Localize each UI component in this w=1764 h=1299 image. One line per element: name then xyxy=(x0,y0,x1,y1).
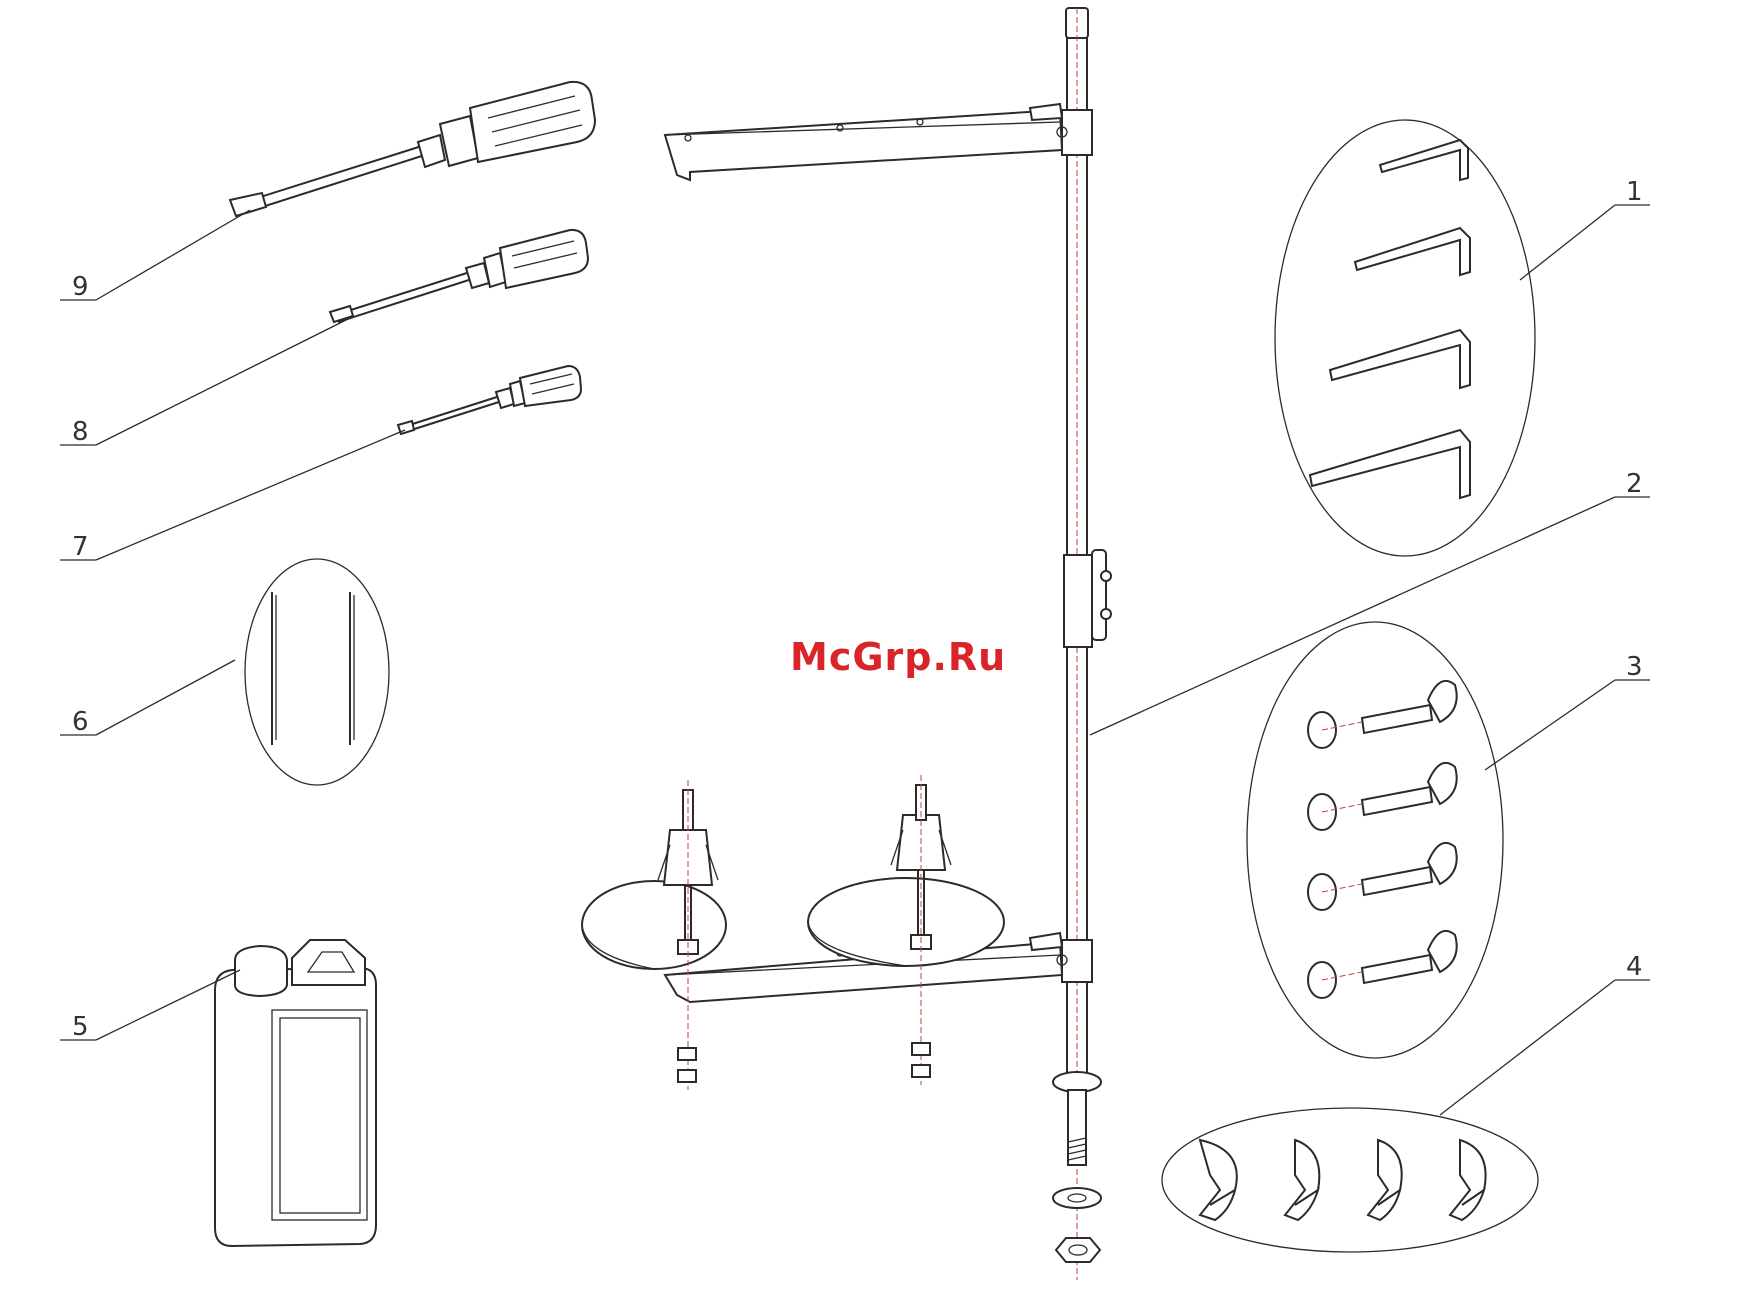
screw-4 xyxy=(1308,931,1457,998)
callout-3: 3 xyxy=(1626,652,1643,682)
thread-stand-pole xyxy=(1053,8,1111,1280)
screw-2 xyxy=(1308,763,1457,830)
spool-holder-right xyxy=(808,775,1004,1085)
callout-4: 4 xyxy=(1626,952,1643,982)
callout-7: 7 xyxy=(72,532,89,562)
thread-guides-group xyxy=(1162,1108,1538,1252)
screwdriver-large xyxy=(230,82,595,216)
callout-5: 5 xyxy=(72,1012,89,1042)
needles-group xyxy=(245,559,389,785)
top-arm xyxy=(665,104,1067,180)
screwdriver-small xyxy=(398,366,581,434)
spool-holder-left xyxy=(582,780,726,1090)
spool-screws-group xyxy=(1247,622,1503,1058)
watermark-text: McGrp.Ru xyxy=(790,635,1006,679)
callout-1: 1 xyxy=(1626,177,1643,207)
callout-2: 2 xyxy=(1626,469,1643,499)
callout-8: 8 xyxy=(72,417,89,447)
screw-1 xyxy=(1308,681,1457,748)
callout-9: 9 xyxy=(72,272,89,302)
hex-keys-group xyxy=(1275,120,1535,556)
callout-6: 6 xyxy=(72,707,89,737)
oil-bottle xyxy=(215,940,376,1246)
screw-3 xyxy=(1308,843,1457,910)
screwdriver-medium xyxy=(330,230,588,322)
